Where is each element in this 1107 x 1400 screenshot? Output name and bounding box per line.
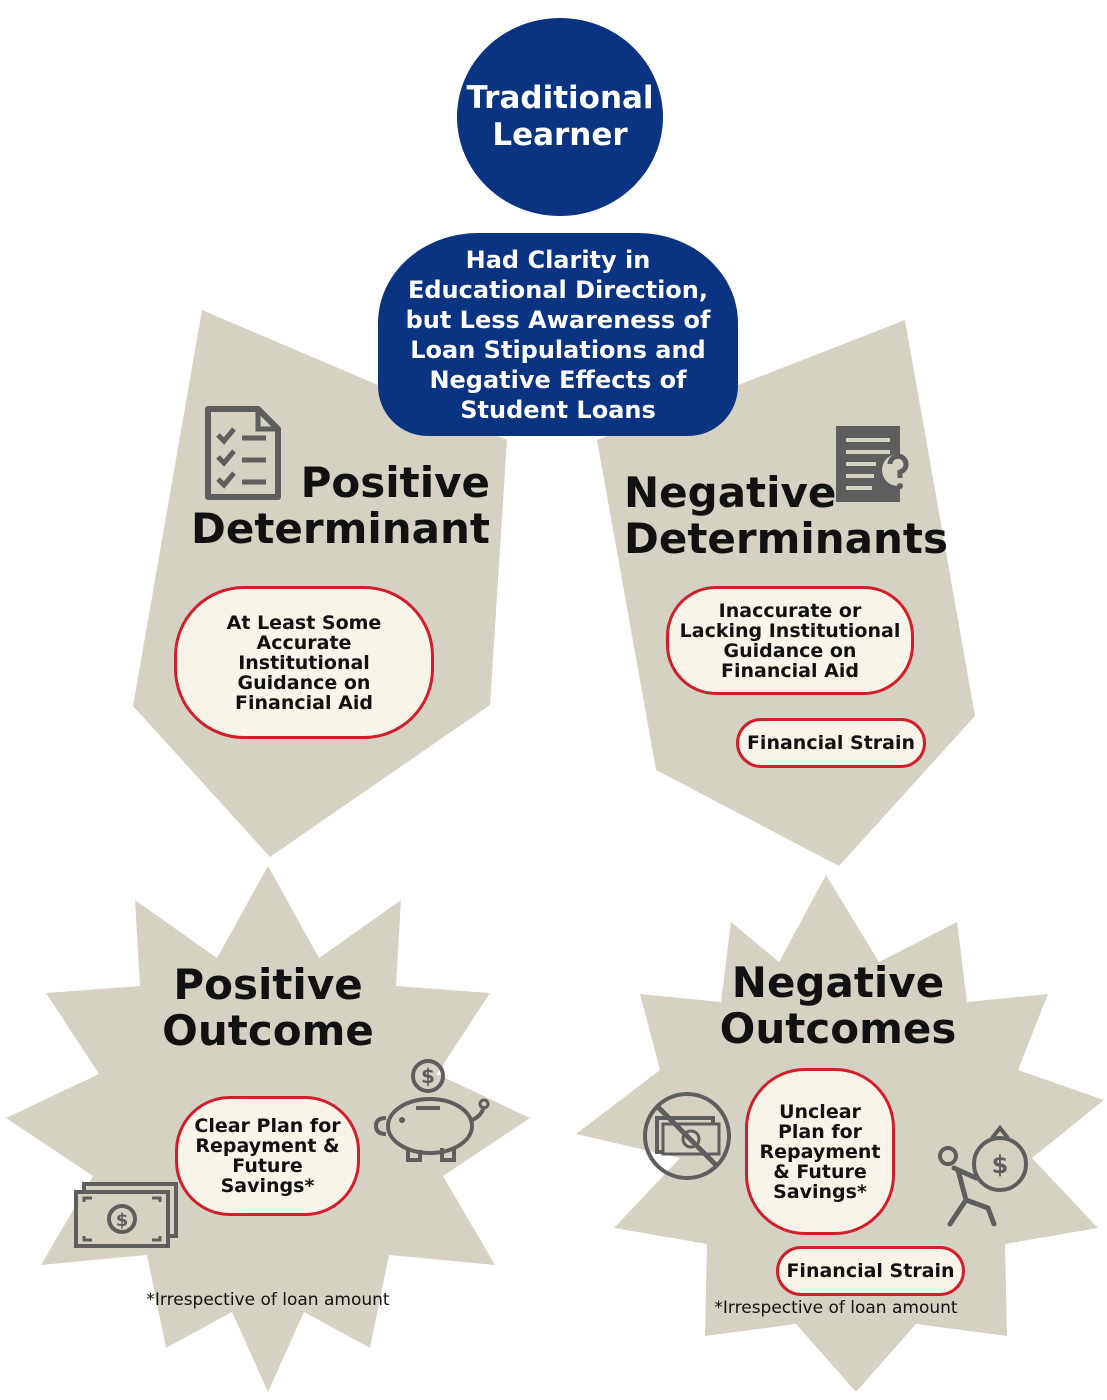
negative-outcomes-heading: Negative Outcomes [719,958,957,1053]
checklist-icon [205,406,281,500]
positive-outcome-note: *Irrespective of loan amount [146,1290,390,1310]
svg-text:$: $ [992,1151,1009,1179]
debt-burden-icon: $ [938,1124,1028,1227]
negative-determinant-item-strain: Financial Strain [736,718,926,768]
svg-text:$: $ [116,1210,129,1231]
negative-outcome-item-strain: Financial Strain [776,1246,965,1296]
positive-determinant-heading: Positive Determinant [190,458,490,553]
clarity-awareness-node: Had Clarity in Educational Direction, bu… [378,233,738,436]
svg-text:$: $ [421,1064,435,1088]
positive-outcome-heading: Positive Outcome [162,960,374,1055]
negative-determinant-item-guidance: Inaccurate or Lacking Institutional Guid… [666,586,914,695]
negative-outcomes-note: *Irrespective of loan amount [714,1298,958,1318]
traditional-learner-node: Traditional Learner [457,18,663,216]
negative-outcome-item-plan: Unclear Plan for Repayment & Future Savi… [745,1068,895,1235]
traditional-learner-label: Traditional Learner [466,80,654,153]
positive-outcome-item: Clear Plan for Repayment & Future Saving… [175,1096,360,1216]
piggy-bank-icon: $ [373,1059,490,1162]
negative-determinants-heading: Negative Determinants [624,468,949,563]
positive-determinant-item: At Least Some Accurate Institutional Gui… [174,586,434,739]
question-document-icon [836,426,914,502]
clarity-awareness-label: Had Clarity in Educational Direction, bu… [405,245,711,424]
banknote-icon: $ [74,1182,178,1248]
no-money-icon [643,1092,731,1180]
